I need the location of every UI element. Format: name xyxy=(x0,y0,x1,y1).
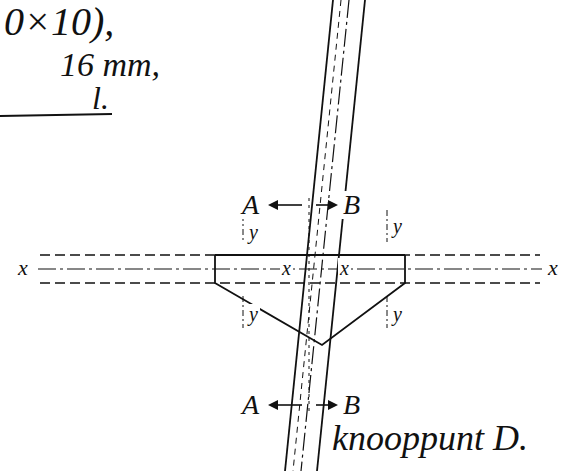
axis-tick xyxy=(243,215,244,242)
section-line xyxy=(309,198,310,412)
axis-label: x xyxy=(280,258,293,278)
underline xyxy=(0,114,112,116)
axis-label: y xyxy=(391,304,404,324)
note-text: 0×10), xyxy=(2,2,116,42)
drawing-caption: knooppunt D. xyxy=(330,420,530,456)
axis-label: y xyxy=(391,216,404,236)
section-letter: A xyxy=(240,391,261,419)
diagonal-edge xyxy=(285,0,333,471)
diagonal-edge xyxy=(317,0,365,471)
section-letter: A xyxy=(240,191,261,219)
axis-label: x xyxy=(16,257,30,279)
section-arrow xyxy=(274,404,302,406)
axis-label: x xyxy=(546,257,560,279)
note-text: l. xyxy=(90,82,111,114)
axis-label: y xyxy=(247,222,260,242)
member-edge xyxy=(40,282,540,284)
axis-tick xyxy=(387,296,388,328)
arrowhead xyxy=(328,200,338,210)
member-edge xyxy=(293,0,341,471)
section-letter: B xyxy=(341,191,362,219)
arrowhead xyxy=(268,200,278,210)
note-text: 16 mm, xyxy=(58,48,162,82)
member-edge xyxy=(40,254,540,256)
section-arrow xyxy=(274,204,302,206)
axis-tick xyxy=(243,296,244,328)
axis-label: x xyxy=(338,258,351,278)
axis-label: y xyxy=(247,304,260,324)
section-letter: B xyxy=(341,391,362,419)
arrowhead xyxy=(328,400,338,410)
arrowhead xyxy=(268,400,278,410)
member-edge xyxy=(215,254,405,256)
axis-tick xyxy=(387,210,388,242)
